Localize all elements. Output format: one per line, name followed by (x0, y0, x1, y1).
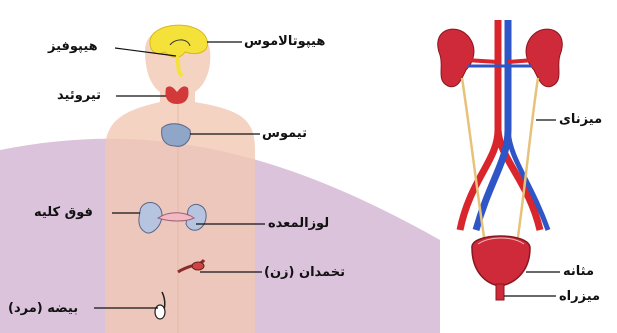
label-ovary: تخمدان (زن) (264, 266, 345, 279)
label-pituitary: هیپوفیز (48, 40, 98, 53)
label-adrenal: فوق کلیه (34, 206, 93, 219)
label-hypothalamus: هیپوتالاموس (244, 35, 325, 48)
label-pancreas: لوزالمعده (268, 217, 329, 230)
label-bladder: مثانه (563, 265, 594, 278)
label-thymus: تیموس (262, 127, 307, 140)
thymus-icon (162, 124, 191, 147)
label-thyroid: تیروئید (57, 89, 101, 102)
label-urethra: میزراه (559, 290, 600, 303)
brain-icon (150, 25, 207, 57)
label-ureter: میزنای (559, 113, 602, 126)
label-testis: بیضه (مرد) (8, 302, 78, 315)
